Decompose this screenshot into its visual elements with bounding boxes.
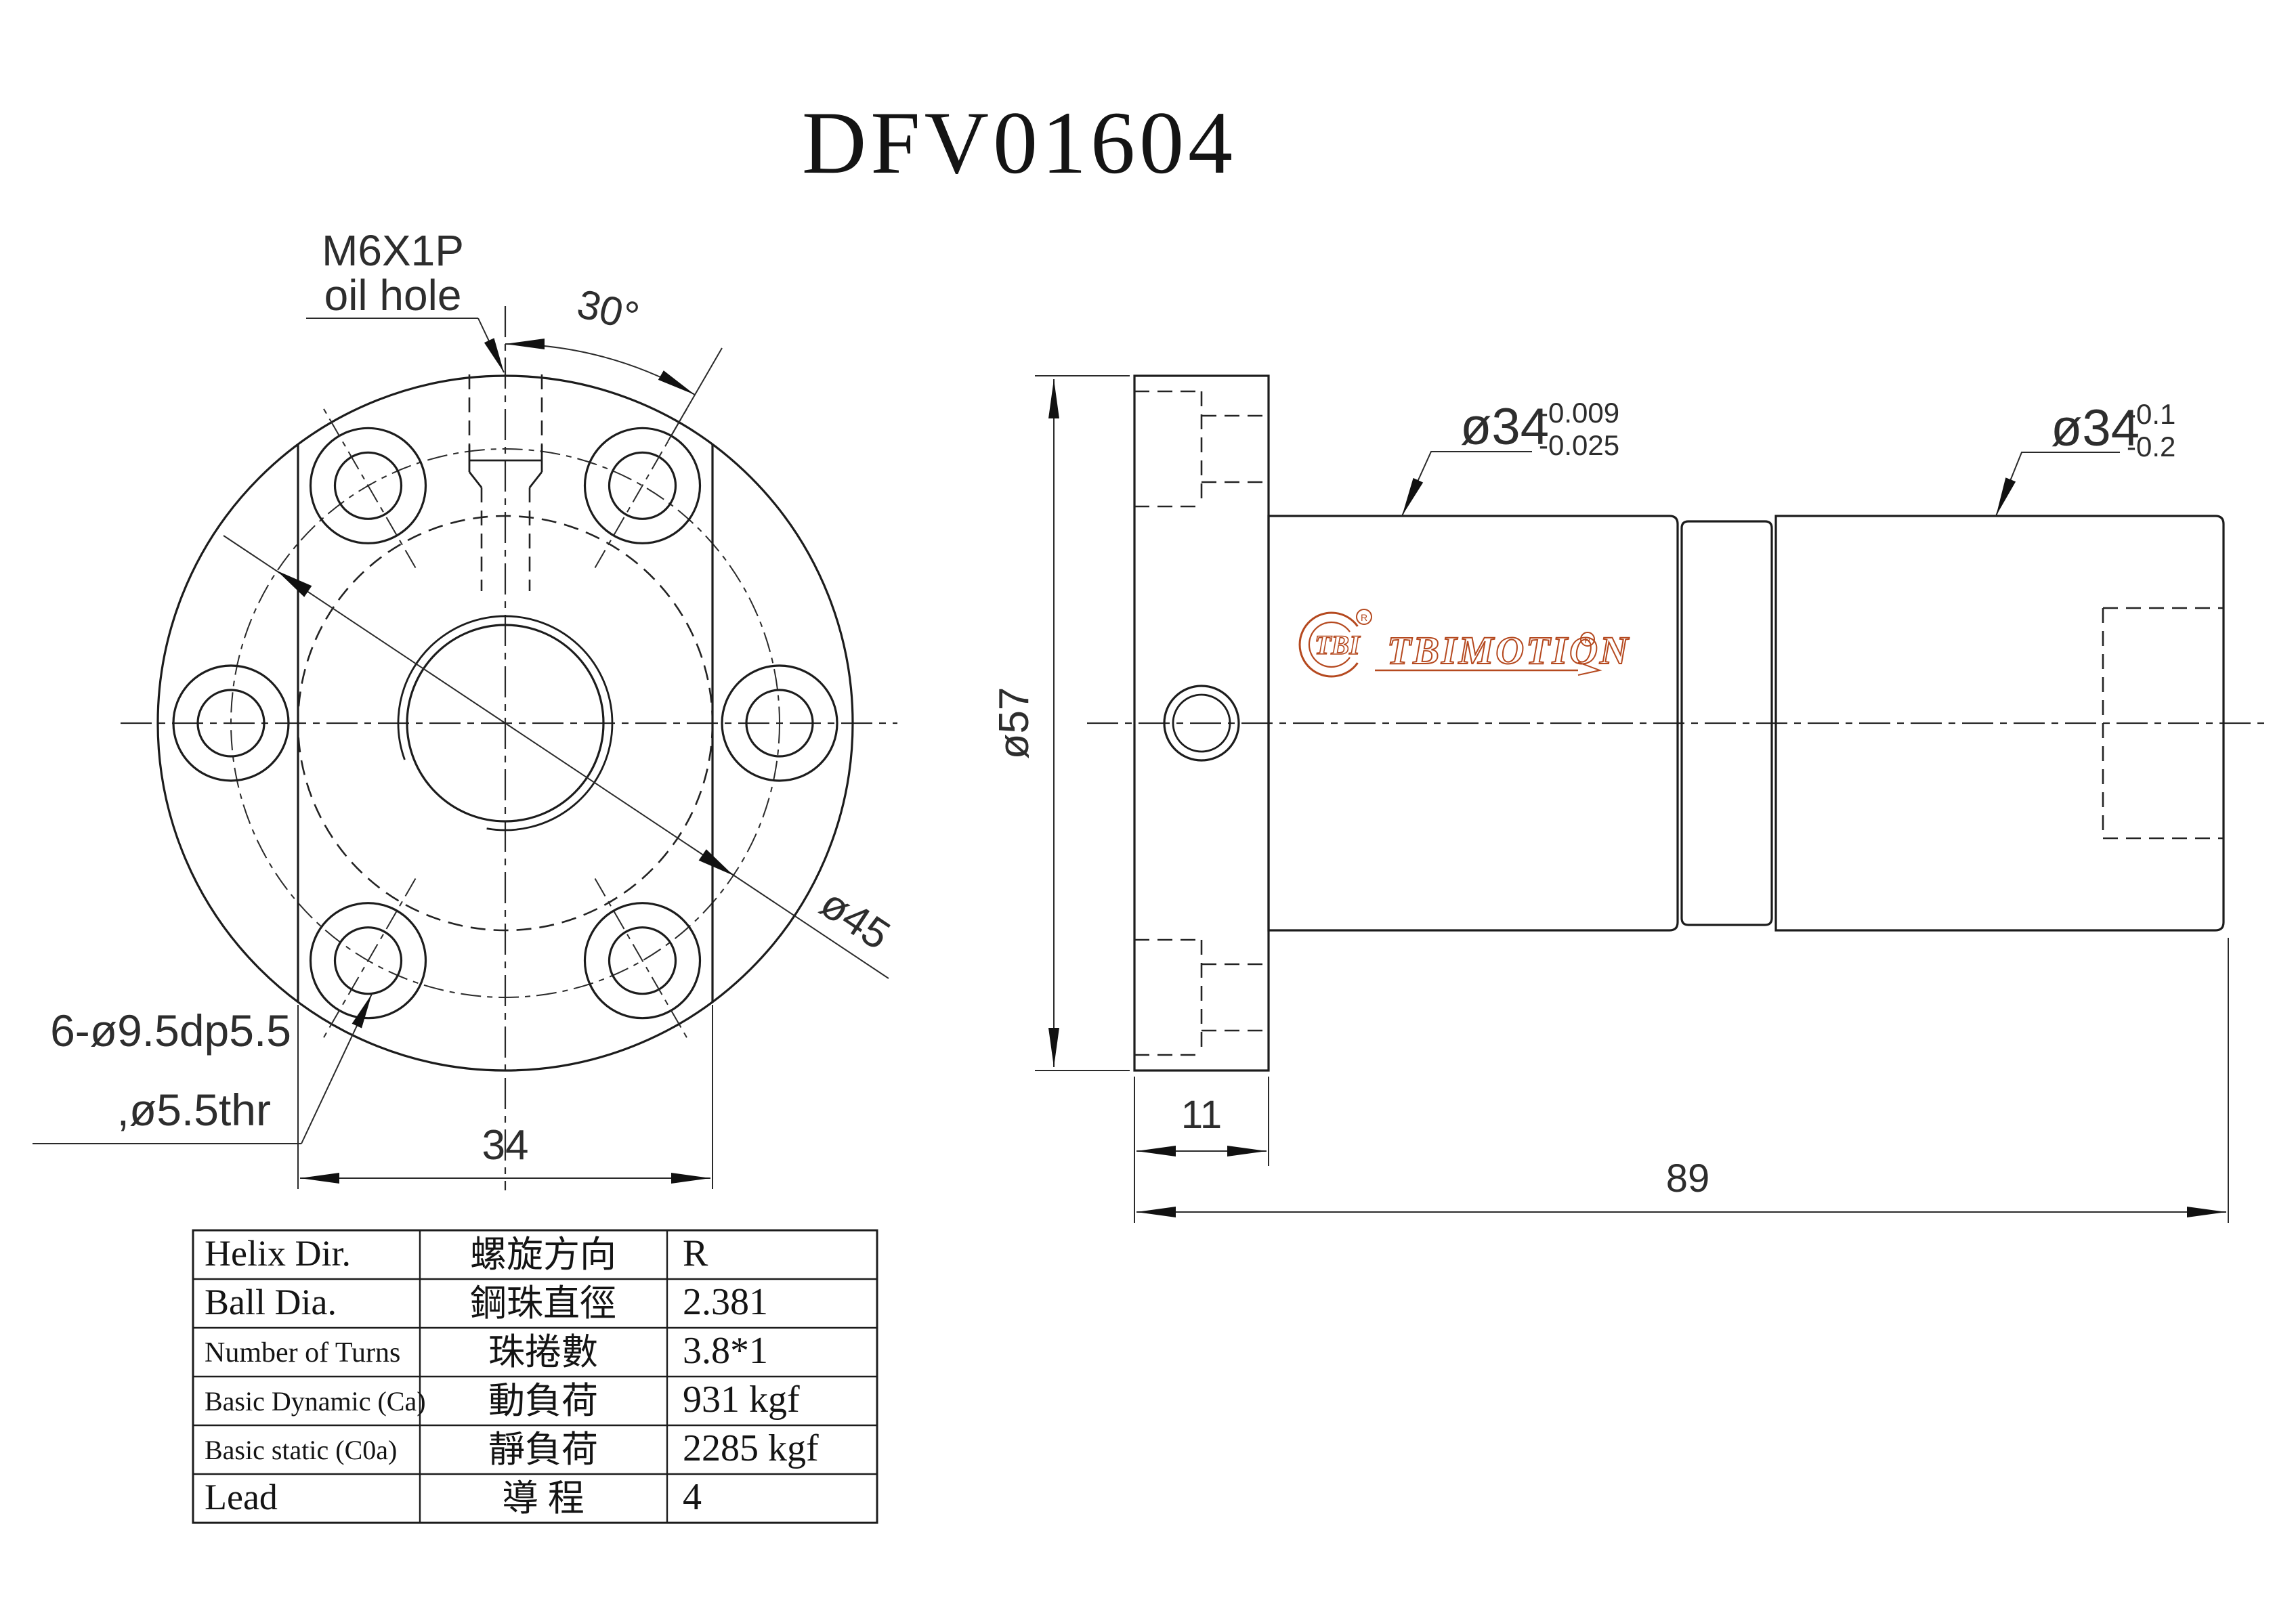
table-row: Helix Dir. 螺旋方向 R [205,1232,708,1275]
end-od-tol-lower: -0.2 [2127,431,2175,462]
side-view: TBI R TBIMOTION R ø57 ø34 -0.009 -0.025 … [991,374,2269,1223]
row-label-cn: 螺旋方向 [470,1234,616,1275]
table-row: Basic Dynamic (Ca) 動負荷 931 kgf [205,1379,800,1421]
end-bore-hidden [2102,607,2224,840]
registered-icon: R [1584,635,1590,645]
row-value: 2285 kgf [683,1427,819,1469]
tbimotion-logo: TBI R TBIMOTION R [1298,609,1630,678]
bolt-circle-dim-text: ø45 [812,880,898,959]
end-body [1774,515,2225,932]
oil-hole-label-line2: oil hole [324,271,462,320]
end-od-dim-text: ø34 [2051,399,2140,457]
table-row: Basic static (C0a) 靜負荷 2285 kgf [205,1427,819,1470]
table-row: Number of Turns 珠捲數 3.8*1 [205,1330,768,1372]
table-row: Ball Dia. 鋼珠直徑 2.381 [205,1281,768,1324]
row-label-cn: 鋼珠直徑 [470,1283,616,1324]
leader-arrow [484,338,504,372]
angle-dim-text: 30° [573,281,643,340]
flat-width-dimension: 34 [297,1005,713,1189]
page-title: DFV01604 [802,93,1237,192]
oil-hole-label-line1: M6X1P [322,226,464,275]
thread-arc [397,615,614,831]
nut-od-callout: ø34 -0.009 -0.025 [1401,397,1619,517]
front-view: M6X1P oil hole 30° ø45 6-ø9.5dp5.5 ,ø5.5… [33,226,898,1190]
row-value: 931 kgf [683,1379,800,1421]
row-label-en: Number of Turns [205,1337,400,1368]
oil-hole-front [468,374,543,591]
nut-od-tol-upper: -0.009 [1539,397,1619,429]
overall-length-dimension: 89 [1136,938,2229,1223]
flange-od-dimension: ø57 [991,375,1130,1071]
bolt-holes [172,403,838,1043]
overall-length-dim-text: 89 [1666,1156,1710,1201]
row-label-en: Ball Dia. [205,1282,337,1322]
oil-hole-label: M6X1P oil hole [306,226,505,373]
row-label-en: Helix Dir. [205,1233,351,1274]
bolt-holes-callout-line1: 6-ø9.5dp5.5 [50,1006,291,1056]
bolt-holes-callout: 6-ø9.5dp5.5 ,ø5.5thr [33,993,373,1144]
groove-segment [1680,520,1773,926]
row-label-cn: 珠捲數 [488,1332,598,1372]
bolt-circle [230,448,780,998]
flange-bolt-holes-hidden [1134,390,1269,1056]
flange-width-dim-text: 11 [1181,1093,1222,1137]
row-label-cn: 導 程 [502,1478,584,1519]
row-value: 3.8*1 [683,1330,768,1372]
row-label-en: Basic Dynamic (Ca) [205,1386,426,1417]
logo-brand-text: TBIMOTION [1387,628,1630,672]
spec-table: Helix Dir. 螺旋方向 R Ball Dia. 鋼珠直徑 2.381 N… [192,1229,878,1524]
row-label-en: Basic static (C0a) [205,1435,397,1465]
end-od-tol-upper: -0.1 [2127,398,2175,430]
angle-dimension: 30° [505,281,723,442]
oil-hole-side-outer [1163,685,1240,762]
flange-od-dim-text: ø57 [991,687,1038,760]
oil-hole-side-inner [1172,693,1231,753]
nut-od-dim-text: ø34 [1460,398,1549,456]
leader-arrow [352,994,372,1029]
registered-icon: R [1361,612,1367,623]
nut-od-tol-lower: -0.025 [1539,429,1619,461]
row-value: 2.381 [683,1281,768,1323]
table-row: Lead 導 程 4 [205,1476,702,1519]
row-value: 4 [683,1476,702,1518]
row-label-cn: 靜負荷 [488,1429,598,1470]
row-label-en: Lead [205,1477,278,1517]
flat-width-dim-text: 34 [482,1122,529,1169]
end-od-callout: ø34 -0.1 -0.2 [1995,398,2175,517]
screw-bore-circle [406,624,605,823]
nut-body [1267,515,1679,932]
logo-emblem-text: TBI [1315,630,1361,660]
row-value: R [683,1232,708,1274]
flange-width-dimension: 11 [1134,1077,1269,1223]
bolt-holes-callout-line2: ,ø5.5thr [117,1085,271,1135]
row-label-cn: 動負荷 [488,1381,598,1421]
